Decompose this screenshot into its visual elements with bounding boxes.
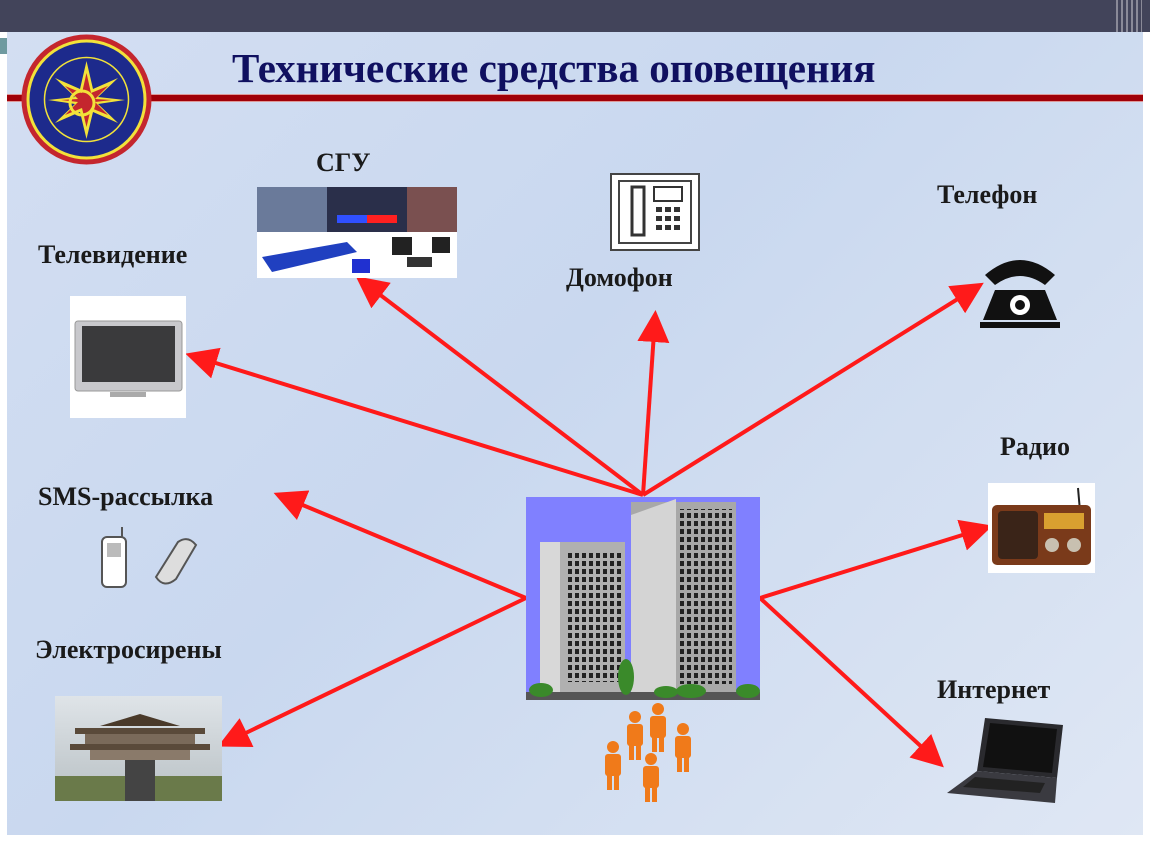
mobile-phones-icon [101, 527, 198, 588]
label-internet: Интернет [937, 675, 1051, 704]
slide-title: Технические средства оповещения [232, 45, 876, 91]
window-controls [1116, 0, 1142, 32]
arrow-sms [273, 490, 527, 600]
top-bar [0, 0, 1150, 32]
label-radio: Радио [1000, 432, 1071, 461]
title-rule [7, 94, 1143, 102]
tv-image [70, 296, 186, 418]
laptop-image [947, 718, 1063, 803]
building-image [526, 497, 760, 700]
university-logo [21, 34, 152, 165]
radio-image [988, 483, 1095, 573]
arrow-sgu [355, 276, 645, 497]
label-sgu: СГУ [316, 148, 371, 177]
arrow-sirens [217, 596, 527, 747]
arrow-phone [641, 282, 984, 497]
label-sms: SMS-рассылка [38, 482, 214, 511]
label-intercom: Домофон [566, 263, 673, 292]
intercom-icon [610, 173, 700, 251]
arrow-intercom [637, 310, 670, 496]
label-sirens: Электросирены [35, 635, 222, 664]
sgu-image [257, 187, 457, 278]
telephone-icon [980, 260, 1060, 328]
label-phone: Телефон [937, 180, 1038, 209]
arrow-tv [185, 347, 644, 497]
people-icon [605, 703, 691, 802]
accent-mark [0, 38, 8, 54]
label-tv: Телевидение [38, 240, 188, 269]
siren-image [55, 696, 222, 801]
arrow-radio [759, 519, 993, 600]
arrow-internet [758, 596, 944, 768]
